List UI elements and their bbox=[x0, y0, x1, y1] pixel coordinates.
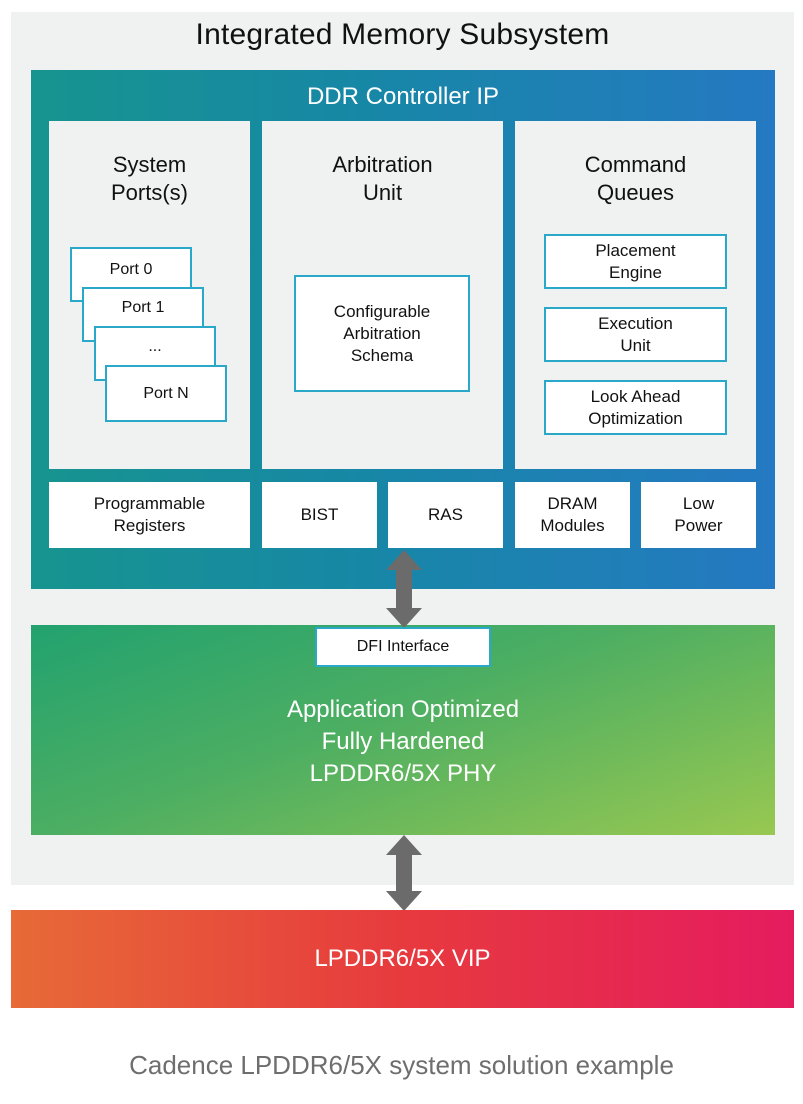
schema-line3: Schema bbox=[350, 345, 414, 365]
look-ahead-optimization-box: Look Ahead Optimization bbox=[544, 380, 727, 435]
command-queues-title-line2: Queues bbox=[596, 180, 675, 205]
vip-label: LPDDR6/5X VIP bbox=[314, 945, 491, 972]
dram-modules-line2: Modules bbox=[540, 516, 605, 535]
ras-box: RAS bbox=[388, 482, 503, 548]
execution-unit-box: Execution Unit bbox=[544, 307, 727, 362]
port-0-label: Port 0 bbox=[109, 261, 153, 278]
subsystem-title: Integrated Memory Subsystem bbox=[195, 18, 610, 51]
schema-line1: Configurable bbox=[333, 301, 431, 321]
port-n-box: Port N bbox=[105, 365, 227, 422]
system-ports-title: System Ports(s) bbox=[49, 151, 250, 207]
dfi-interface-box: DFI Interface bbox=[315, 627, 491, 667]
arbitration-unit-title: Arbitration Unit bbox=[262, 151, 503, 207]
bist-label: BIST bbox=[300, 505, 339, 524]
phy-line3: LPDDR6/5X PHY bbox=[309, 760, 497, 787]
schema-line2: Arbitration bbox=[343, 323, 421, 343]
vip-block: LPDDR6/5X VIP bbox=[11, 910, 794, 1008]
dfi-interface-label: DFI Interface bbox=[356, 638, 450, 655]
low-power-line2: Power bbox=[674, 516, 723, 535]
port-n-label: Port N bbox=[143, 384, 189, 402]
phy-description: Application Optimized Fully Hardened LPD… bbox=[31, 694, 775, 790]
placement-engine-line2: Engine bbox=[609, 262, 662, 282]
phy-line1: Application Optimized bbox=[286, 696, 520, 723]
double-arrow-icon bbox=[386, 835, 422, 911]
look-ahead-line1: Look Ahead bbox=[590, 386, 681, 406]
execution-unit-line2: Unit bbox=[620, 335, 651, 355]
placement-engine-line1: Placement bbox=[595, 240, 676, 260]
dram-modules-box: DRAM Modules bbox=[515, 482, 630, 548]
dram-modules-line1: DRAM bbox=[547, 494, 598, 513]
phy-line2: Fully Hardened bbox=[321, 728, 485, 755]
figure-caption: Cadence LPDDR6/5X system solution exampl… bbox=[129, 1050, 674, 1080]
command-queues-title: Command Queues bbox=[515, 151, 756, 207]
double-arrow-icon bbox=[386, 550, 422, 628]
programmable-registers-line2: Registers bbox=[113, 516, 186, 535]
bist-box: BIST bbox=[262, 482, 377, 548]
ddr-controller-title: DDR Controller IP bbox=[306, 83, 500, 110]
system-ports-title-line2: Ports(s) bbox=[111, 180, 188, 205]
arbitration-title-line2: Unit bbox=[362, 180, 403, 205]
placement-engine-box: Placement Engine bbox=[544, 234, 727, 289]
programmable-registers-line1: Programmable bbox=[93, 494, 206, 513]
programmable-registers-box: Programmable Registers bbox=[49, 482, 250, 548]
low-power-line1: Low bbox=[682, 494, 715, 513]
system-ports-title-line1: System bbox=[112, 152, 187, 177]
ras-label: RAS bbox=[428, 505, 463, 524]
arbitration-title-line1: Arbitration bbox=[332, 152, 433, 177]
look-ahead-line2: Optimization bbox=[588, 408, 683, 428]
configurable-arbitration-schema-box: Configurable Arbitration Schema bbox=[294, 275, 470, 392]
execution-unit-line1: Execution bbox=[598, 313, 673, 333]
port-1-label: Port 1 bbox=[121, 299, 165, 316]
command-queues-title-line1: Command bbox=[584, 152, 687, 177]
port-ellipsis-label: ... bbox=[148, 338, 162, 355]
low-power-box: Low Power bbox=[641, 482, 756, 548]
